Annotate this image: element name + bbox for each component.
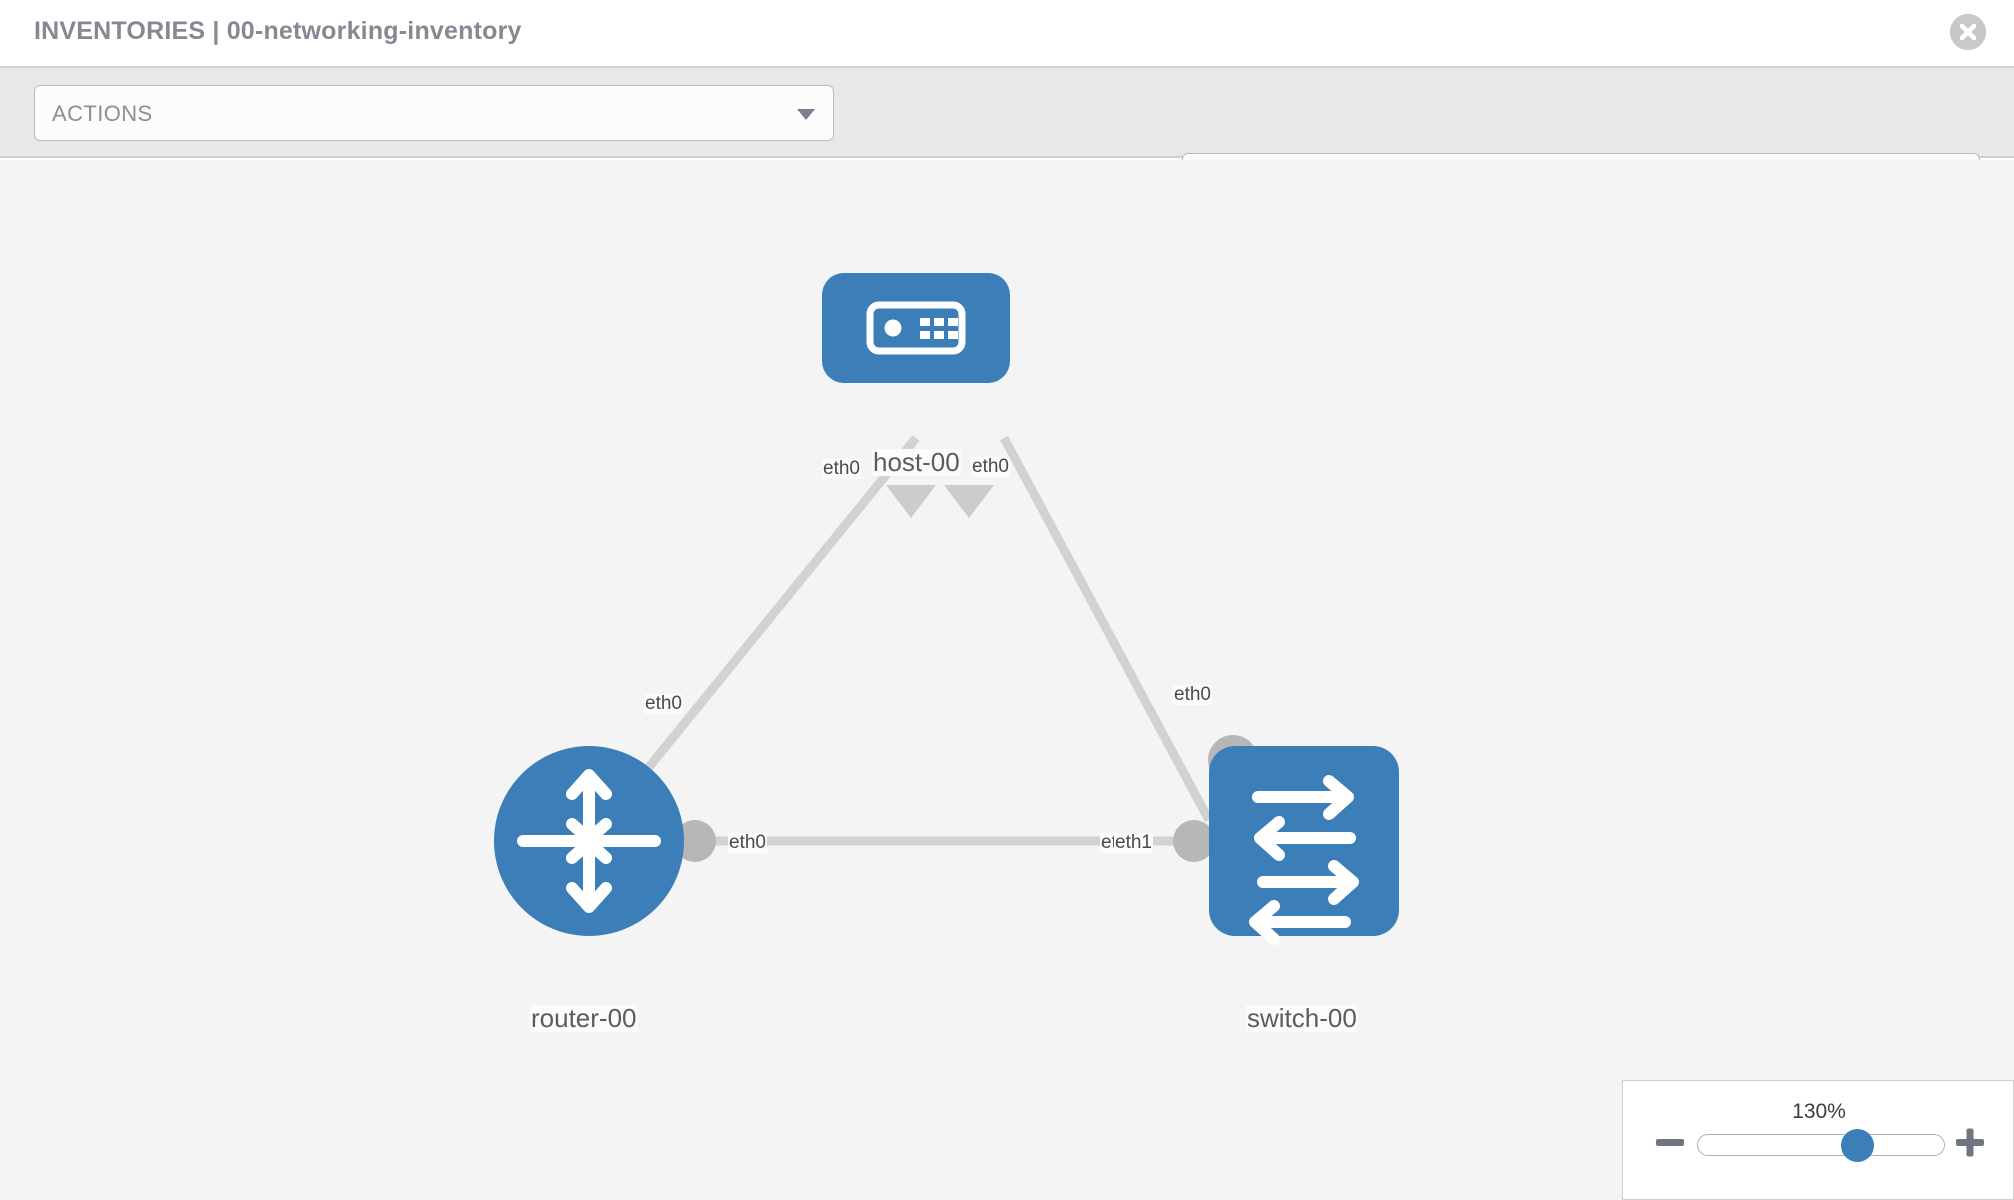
connector-router00-eth0[interactable] <box>674 820 716 862</box>
connector-host00-eth0-left[interactable] <box>886 485 936 518</box>
server-icon <box>866 301 966 355</box>
actions-dropdown-label: ACTIONS <box>52 101 153 126</box>
page-title: INVENTORIES | 00-networking-inventory <box>34 17 522 45</box>
zoom-slider-thumb[interactable] <box>1840 1129 1874 1162</box>
actions-dropdown[interactable]: ACTIONS <box>34 85 834 141</box>
iface-label-router00-eth0-uplink[interactable]: eth0 <box>644 693 683 714</box>
connector-switch00-eth1[interactable] <box>1173 820 1215 862</box>
zoom-control-panel: 130% <box>1622 1080 2014 1200</box>
iface-label-switch00-eth0-uplink[interactable]: eth0 <box>1173 684 1212 705</box>
toolbar: ACTIONS SEARCH <box>0 68 2014 209</box>
iface-label-host00-eth0-left[interactable]: eth0 <box>822 458 861 479</box>
link-host00-switch00[interactable] <box>1000 435 1213 823</box>
node-label-router-00[interactable]: router-00 <box>530 1003 638 1033</box>
node-label-switch-00[interactable]: switch-00 <box>1246 1003 1358 1033</box>
topology-canvas[interactable]: host-00 router-00 switch-00 eth0 eth0 et… <box>0 160 2014 1200</box>
node-router-00[interactable] <box>494 746 684 936</box>
zoom-level-value: 130% <box>1792 1100 1846 1123</box>
minus-icon[interactable] <box>1653 1125 1687 1159</box>
topology-graph <box>494 273 1399 945</box>
topology-connectors <box>674 485 1258 862</box>
connector-host00-eth0-right[interactable] <box>944 485 994 518</box>
zoom-slider[interactable] <box>1697 1129 1945 1162</box>
chevron-down-icon <box>797 109 815 120</box>
iface-label-router00-eth0[interactable]: eth0 <box>728 832 767 853</box>
node-switch-00[interactable] <box>1209 746 1399 945</box>
page-header: INVENTORIES | 00-networking-inventory <box>0 0 2014 68</box>
plus-icon[interactable] <box>1953 1125 1987 1159</box>
router-arrows-icon <box>517 769 661 913</box>
node-label-host-00[interactable]: host-00 <box>872 447 961 477</box>
iface-label-host00-eth0-right[interactable]: eth0 <box>971 456 1010 477</box>
switch-arrows-icon <box>1249 775 1359 945</box>
node-host-00[interactable] <box>822 273 1010 383</box>
close-icon[interactable] <box>1950 14 1986 50</box>
iface-label-switch00-eth1[interactable]: eth1 <box>1114 832 1153 853</box>
